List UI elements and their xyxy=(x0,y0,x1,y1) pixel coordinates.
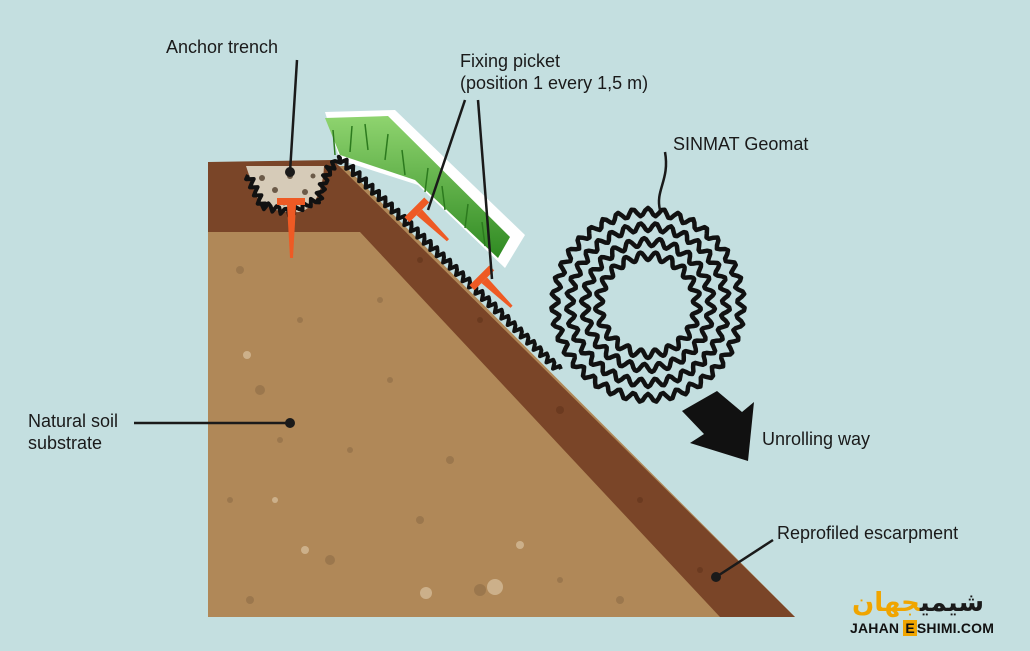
logo-arabic-accent: جهان xyxy=(852,588,920,618)
label-natural-soil-line2: substrate xyxy=(28,432,118,454)
logo-latin-left: JAHAN xyxy=(850,620,899,636)
label-fixing-picket-line1: Fixing picket xyxy=(460,50,648,72)
label-fixing-picket: Fixing picket (position 1 every 1,5 m) xyxy=(460,50,648,94)
logo-latin-e: E xyxy=(903,620,917,636)
label-natural-soil: Natural soil substrate xyxy=(28,410,118,454)
geomat-roll-ring xyxy=(551,208,744,402)
unrolling-arrow xyxy=(682,391,754,461)
label-anchor-trench: Anchor trench xyxy=(166,36,278,58)
geomat-roll-ring xyxy=(566,224,729,388)
logo-arabic-main: شیمی xyxy=(920,588,984,618)
logo-arabic-wordmark: شیمیجهان xyxy=(852,588,984,618)
label-natural-soil-line1: Natural soil xyxy=(28,410,118,432)
label-geomat: SINMAT Geomat xyxy=(673,133,808,155)
logo-latin-right: SHIMI.COM xyxy=(917,620,994,636)
label-reprofiled-escarpment: Reprofiled escarpment xyxy=(777,522,958,544)
label-unrolling-way: Unrolling way xyxy=(762,428,870,450)
label-fixing-picket-line2: (position 1 every 1,5 m) xyxy=(460,72,648,94)
geomat-roll-ring xyxy=(595,253,700,358)
geomat-roll xyxy=(551,208,744,402)
